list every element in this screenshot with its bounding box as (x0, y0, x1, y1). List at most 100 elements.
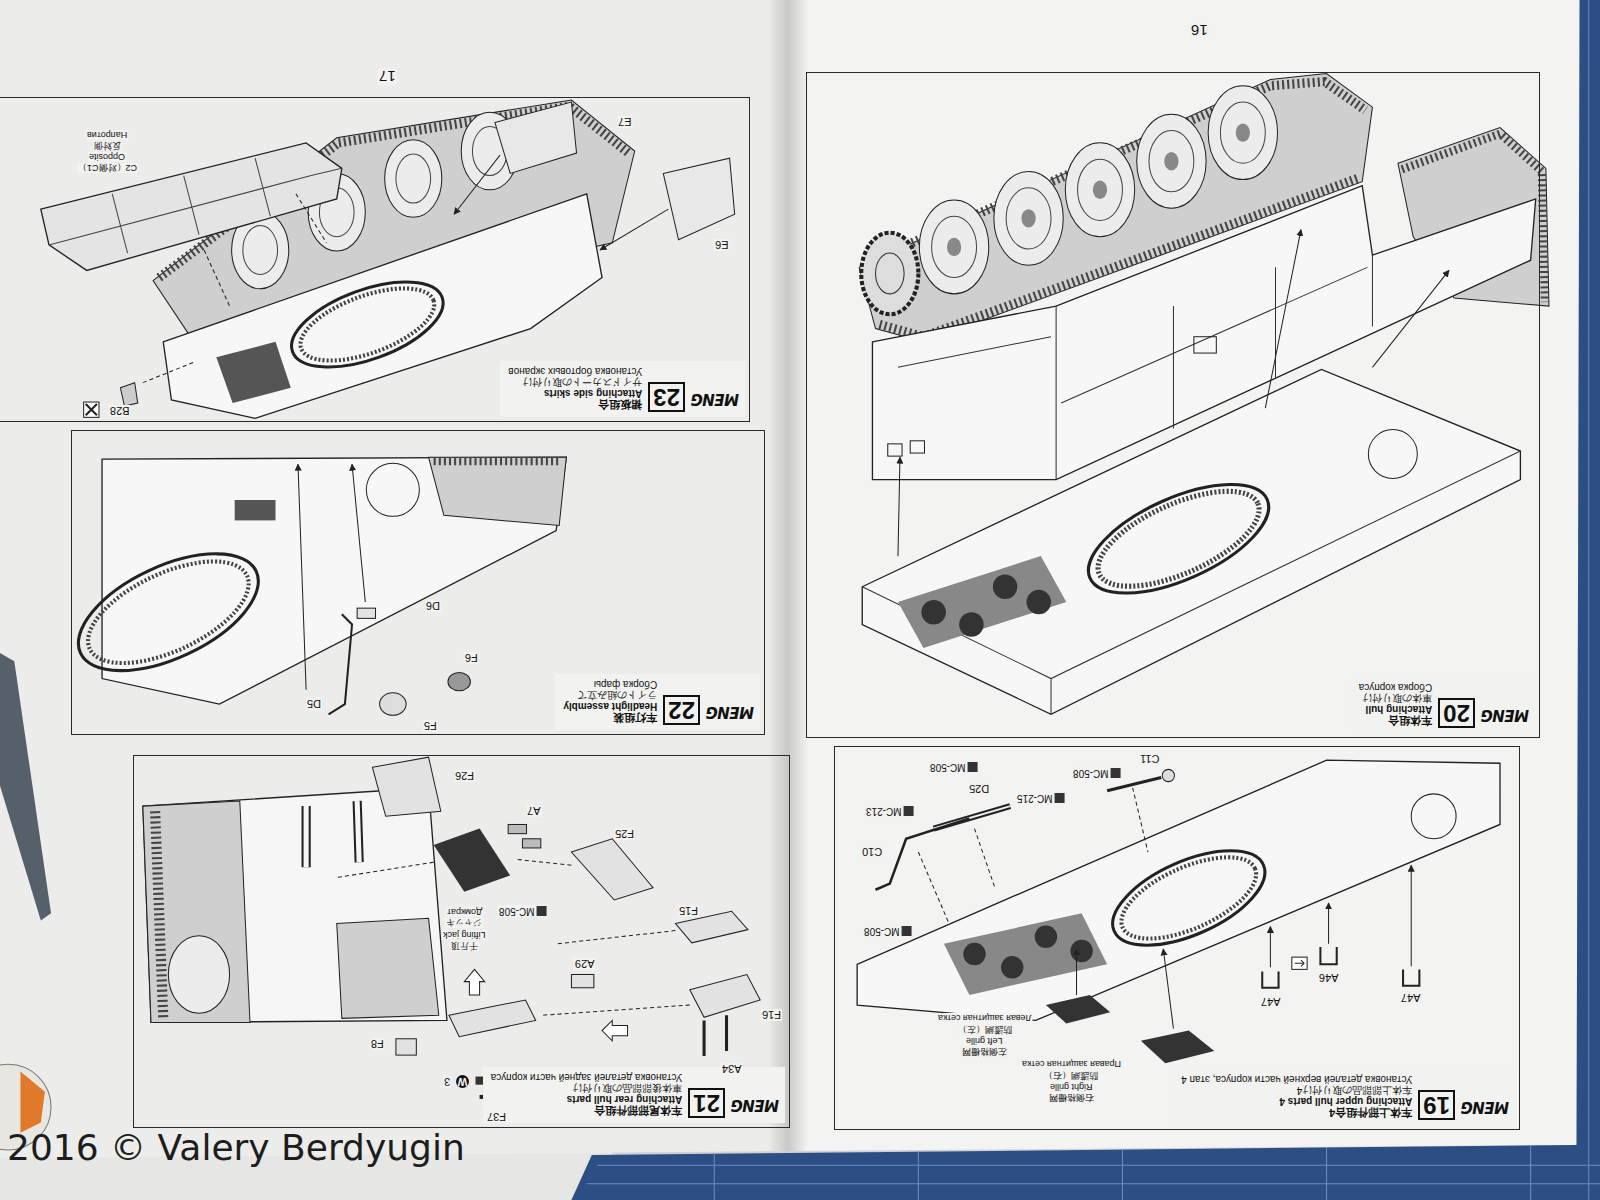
part-note: Opposite (88, 152, 126, 162)
assembly-arrow (1163, 949, 1173, 1029)
direction-icon-arrow (1295, 960, 1304, 966)
assembly-arrow (1372, 270, 1449, 367)
assembly-arrow (600, 209, 668, 250)
tape-label (20, 1071, 44, 1132)
road-wheel (1065, 143, 1134, 237)
road-wheel-rim (1006, 188, 1051, 249)
turret-ring-teeth (73, 540, 263, 684)
rod-knob (1162, 769, 1174, 781)
turret-ring (1099, 831, 1278, 965)
hatch (1411, 794, 1456, 839)
right-page (776, 0, 1580, 1151)
step-header: MENG20车体组合Attaching hull車体の取り付けСборка ко… (1351, 677, 1535, 733)
drive-sprocket (861, 233, 918, 315)
brand-logo: MENG (706, 699, 754, 725)
part-number: E6 (714, 239, 729, 251)
road-wheel-rim (396, 154, 431, 203)
wire-part (329, 614, 352, 714)
plate-part (372, 757, 440, 816)
step-title: 车体尾部部件组合Attaching rear hull parts車体後部部品の… (491, 1072, 683, 1118)
skirt-part (495, 102, 577, 173)
hatch (1368, 430, 1417, 479)
step-title-line: 车体上部部品の取り付け4 (1181, 1085, 1412, 1096)
step-title-line: 车体尾部部件组合 (491, 1105, 683, 1117)
road-wheel-hub (1093, 181, 1107, 199)
step-title: 裙板组合Attaching side skirtsサイドスカートの取り付けУст… (508, 366, 642, 412)
turret-ring-teeth (1110, 841, 1267, 956)
leader-line (337, 859, 690, 1015)
clip-part (571, 974, 593, 987)
watermark: 2016 © Valery Berdyugin (6, 1128, 466, 1168)
road-wheel-rim (932, 216, 977, 277)
part-number: A46 (1318, 972, 1340, 984)
part-number: F16 (761, 1009, 782, 1021)
glue-callout: MC-215 (1016, 792, 1066, 804)
part-note: 右侧格栅网 (1048, 1093, 1095, 1103)
part-number: 3 (443, 1076, 451, 1088)
road-wheel-rim (243, 226, 278, 275)
engine-grille (944, 913, 1107, 995)
assembly-arrow (1265, 230, 1301, 409)
glue-callout: MC-508 (1072, 767, 1122, 779)
fan-grille (959, 612, 983, 636)
step-header: MENG21车体尾部部件组合Attaching rear hull parts車… (483, 1067, 785, 1123)
part-note: Напротив (86, 130, 128, 140)
step-number: 19 (1418, 1090, 1455, 1120)
track-links (434, 457, 562, 465)
direction-arrow (464, 969, 484, 995)
page-number: 17 (378, 68, 397, 85)
sprocket-hub (876, 253, 905, 294)
direction-icon (1292, 957, 1307, 969)
small-part (1320, 947, 1336, 964)
road-wheel (994, 171, 1063, 265)
part-note: Правая защитная сетка (1021, 1059, 1122, 1069)
hatch (366, 463, 419, 516)
hull-opening (888, 444, 902, 456)
upper-hull (862, 369, 1520, 714)
part-note: 反対側 (93, 141, 122, 151)
leader-line (143, 194, 327, 383)
turret-ring-teeth (1085, 472, 1272, 606)
hull-opening (910, 441, 924, 453)
fan-grille (1035, 926, 1057, 948)
mat-grid (587, 0, 1600, 1200)
fold-shadow (767, 0, 808, 1151)
fan-grille (1001, 956, 1023, 978)
glue-callout: MC-508 (863, 925, 913, 937)
step-number: 23 (648, 382, 685, 412)
turret-ring-teeth (291, 274, 443, 376)
hull-opening (1194, 337, 1216, 353)
assembly-arrow (1270, 927, 1271, 968)
turret-ring (61, 530, 276, 695)
rod-part (704, 1015, 726, 1056)
step-panel: MENG20车体组合Attaching hull車体の取り付けСборка ко… (806, 72, 1540, 738)
road-wheel-hub (947, 238, 961, 256)
plate-part (396, 1039, 416, 1055)
assembly-arrow (898, 457, 900, 556)
part-note: Lifting jack (442, 930, 487, 940)
remove-icon-cross (86, 404, 97, 415)
fan-grille (921, 600, 945, 624)
step-panel: MENG22车灯组装Headlight assemblyライトの組み立てСбор… (71, 430, 765, 735)
turret-ring (281, 265, 454, 385)
part-number: F5 (423, 720, 438, 732)
skirt-part (663, 158, 734, 240)
part-number: C11 (1139, 753, 1160, 765)
step-title-line: Attaching hull (1359, 704, 1432, 715)
track-run (429, 457, 567, 525)
assembly-arrow (1328, 903, 1329, 944)
step-panel: MENG19车体上部件组合4Attaching upper hull parts… (834, 746, 1520, 1130)
step-title-line: Установка деталей задней части корпуса (491, 1072, 683, 1083)
track-run (337, 918, 439, 1018)
step-title-line: 裙板组合 (508, 399, 642, 411)
road-wheel (1137, 114, 1206, 208)
rear-hull (143, 788, 447, 1023)
brand-logo: MENG (1481, 702, 1529, 728)
fan-grille (963, 943, 985, 965)
glue-callout: MC-508 (929, 761, 979, 773)
step-header: MENG23裙板组合Attaching side skirtsサイドスカートの取… (500, 361, 745, 417)
road-wheel (1208, 86, 1277, 180)
step-title-line: Attaching rear hull parts (491, 1094, 683, 1105)
skirt-detail (49, 158, 342, 253)
